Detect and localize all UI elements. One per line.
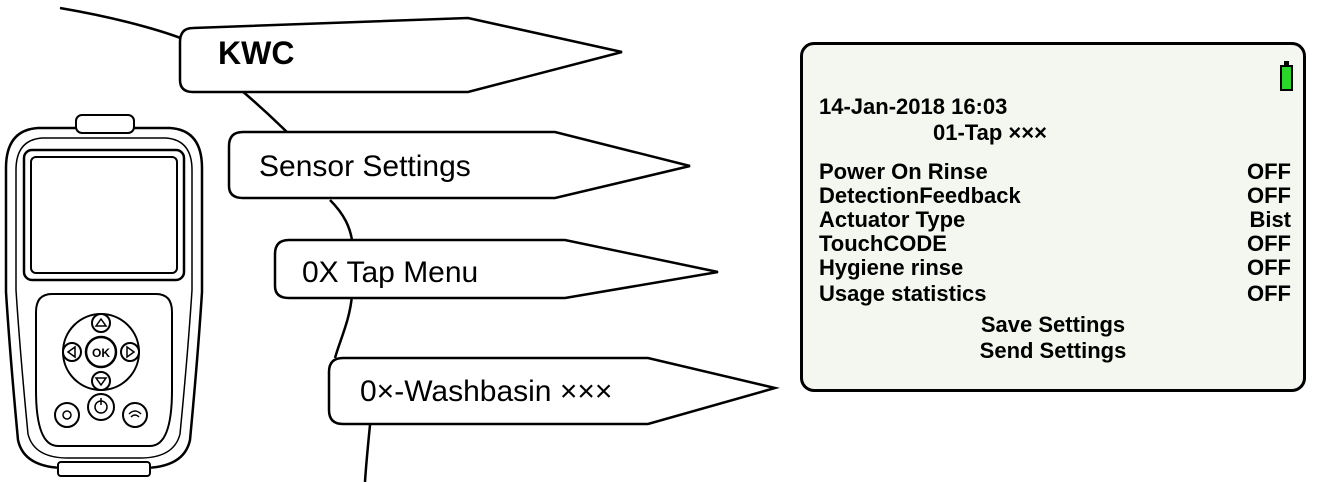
menu-connector-line xyxy=(59,6,372,482)
dpad-down-button xyxy=(91,371,111,391)
setting-label: TouchCODE xyxy=(819,231,947,256)
wireless-icon xyxy=(128,410,142,418)
settings-screen: 14-Jan-2018 16:03 01-Tap ××× Power On Ri… xyxy=(800,42,1306,392)
right-arrow-icon xyxy=(126,345,136,359)
power-button xyxy=(87,393,115,421)
dpad-up-button xyxy=(91,313,111,333)
up-arrow-icon xyxy=(94,317,108,327)
ok-button xyxy=(84,335,118,369)
device-top-clip xyxy=(75,114,135,134)
menu-item-washbasin-label: 0×-Washbasin ××× xyxy=(360,375,612,408)
menu-item-kwc: KWC xyxy=(178,16,623,94)
ok-button-label: OK xyxy=(92,346,110,360)
device-bottom-connector xyxy=(57,461,151,477)
down-arrow-icon xyxy=(94,377,108,387)
device-screen xyxy=(30,156,178,274)
screen-title: 01-Tap ××× xyxy=(933,120,1047,145)
device-inner-outline xyxy=(15,137,193,459)
setting-label: DetectionFeedback xyxy=(819,183,1021,208)
setting-value: OFF xyxy=(1247,281,1291,306)
setting-value: OFF xyxy=(1247,231,1291,256)
send-settings-button[interactable]: Send Settings xyxy=(979,338,1127,363)
menu-item-kwc-label: KWC xyxy=(218,35,294,71)
setting-value: OFF xyxy=(1247,255,1291,280)
setting-label: Hygiene rinse xyxy=(819,255,964,280)
setting-row-usage-statistics[interactable]: Usage statistics OFF xyxy=(819,281,1291,306)
setting-label: Power On Rinse xyxy=(819,159,988,184)
screen-datetime: 14-Jan-2018 16:03 xyxy=(819,94,1008,119)
handheld-device xyxy=(4,114,204,477)
save-settings-button[interactable]: Save Settings xyxy=(980,312,1126,337)
menu-item-sensor-settings-label: Sensor Settings xyxy=(259,150,471,183)
setting-row-power-on-rinse[interactable]: Power On Rinse OFF xyxy=(819,159,1291,184)
setting-value: OFF xyxy=(1247,159,1291,184)
dpad-left-button xyxy=(62,342,82,362)
setting-label: Actuator Type xyxy=(819,207,966,232)
dpad-right-button xyxy=(120,342,140,362)
setting-row-hygiene-rinse[interactable]: Hygiene rinse OFF xyxy=(819,255,1291,280)
menu-item-sensor-settings: Sensor Settings xyxy=(227,130,691,200)
menu-item-washbasin: 0×-Washbasin ××× xyxy=(327,356,780,426)
setting-row-actuator-type[interactable]: Actuator Type Bist xyxy=(819,207,1291,232)
battery-icon xyxy=(1280,61,1293,91)
left-arrow-icon xyxy=(66,345,76,359)
sensor-icon xyxy=(62,410,72,420)
menu-item-tap-menu: 0X Tap Menu xyxy=(273,238,719,300)
setting-value: OFF xyxy=(1247,183,1291,208)
setting-value: Bist xyxy=(1249,207,1291,232)
setting-label: Usage statistics xyxy=(819,281,987,306)
setting-row-touchcode[interactable]: TouchCODE OFF xyxy=(819,231,1291,256)
menu-item-tap-menu-label: 0X Tap Menu xyxy=(302,256,478,289)
setting-row-detection-feedback[interactable]: DetectionFeedback OFF xyxy=(819,183,1291,208)
sensor-left-button xyxy=(54,402,80,428)
